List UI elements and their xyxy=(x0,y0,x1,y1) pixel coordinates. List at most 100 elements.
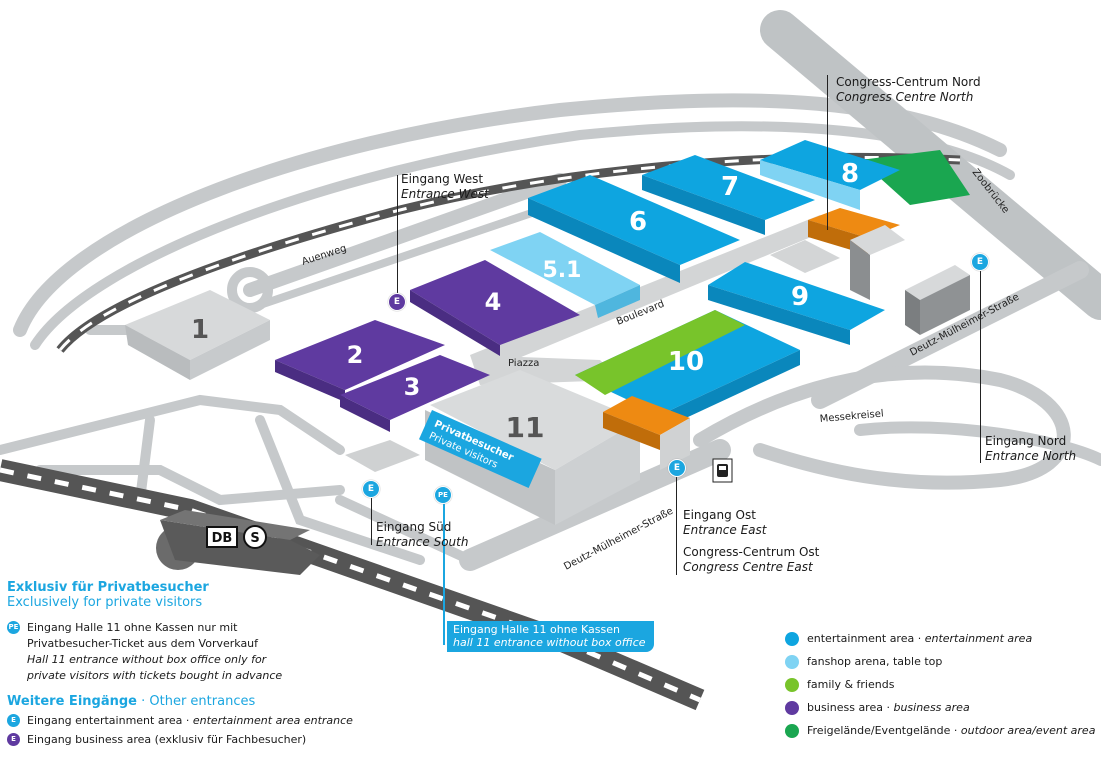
private-entrance-legend-item: PE Eingang Halle 11 ohne Kassen nur mit … xyxy=(7,620,427,684)
entertainment-entrance-badge-icon: E xyxy=(7,714,20,727)
label-en: Entrance West xyxy=(401,187,489,201)
pe-de-line2: Privatbesucher-Ticket aus dem Vorverkauf xyxy=(27,637,259,650)
legend-de: Eingang entertainment area xyxy=(27,714,183,727)
hall-1[interactable]: 1 xyxy=(125,290,270,380)
leader-line-hall11 xyxy=(443,500,445,645)
hall-label: 11 xyxy=(506,411,545,444)
pe-en-line2: private visitors with tickets bought in … xyxy=(27,669,283,682)
private-visitor-legend: Exklusiv für Privatbesucher Exclusively … xyxy=(7,580,427,748)
title-sep: · xyxy=(136,694,150,709)
label-de: Eingang Süd xyxy=(376,520,452,534)
hall-8[interactable]: 8 xyxy=(760,140,900,210)
label-en: Congress Centre North xyxy=(836,90,974,104)
legend-de: business area xyxy=(807,701,883,714)
label-en: Entrance North xyxy=(985,449,1077,463)
legend-item-entertainment: entertainment area · entertainment area xyxy=(785,632,1095,655)
pe-badge-icon: PE xyxy=(7,621,20,634)
db-logo-text: DB xyxy=(212,531,233,546)
hall-6[interactable]: 6 xyxy=(528,175,740,283)
hall-label: 10 xyxy=(668,347,704,377)
business-entrance-badge-icon: E xyxy=(7,733,20,746)
leader-line-east xyxy=(676,475,677,575)
leader-line-south xyxy=(371,495,372,545)
entertainment-entrance-pin-south[interactable]: E xyxy=(362,480,380,498)
label-entrance-west: Eingang West Entrance West xyxy=(401,172,489,202)
hall-9[interactable]: 9 xyxy=(708,262,885,345)
entertainment-entrance-pin-east[interactable]: E xyxy=(668,459,686,477)
business-color-dot-icon xyxy=(785,701,799,715)
legend-item-family: family & friends xyxy=(785,678,1095,701)
legend-de: family & friends xyxy=(807,678,895,691)
hall-label: 9 xyxy=(791,282,809,312)
hall11-entrance-callout: Eingang Halle 11 ohne Kassen hall 11 ent… xyxy=(447,621,654,652)
legend-de: Freigelände/Eventgelände xyxy=(807,724,951,737)
other-entrances-title-de: Weitere Eingänge xyxy=(7,694,137,709)
hall-10[interactable]: 10 xyxy=(575,310,800,430)
label-entrance-north: Eingang Nord Entrance North xyxy=(985,434,1076,464)
label-de: Eingang Nord xyxy=(985,434,1067,448)
label-entrance-south: Eingang Süd Entrance South xyxy=(376,520,468,550)
sbahn-logo-text: S xyxy=(250,531,259,546)
legend-sep: · xyxy=(882,701,894,714)
leader-line-congress-north xyxy=(827,75,828,230)
hall-label: 6 xyxy=(629,207,647,237)
hall-2[interactable]: 2 xyxy=(275,320,445,402)
hall-7[interactable]: 7 xyxy=(642,155,815,235)
pe-de-line1: Eingang Halle 11 ohne Kassen nur mit xyxy=(27,621,238,634)
hall-3[interactable]: 3 xyxy=(340,355,490,432)
leader-line-west xyxy=(397,175,398,295)
hall-11[interactable]: 11 Privatbesucher Private visitors xyxy=(418,370,640,525)
business-entrance-pin-west[interactable]: E xyxy=(388,293,406,311)
fanshop-color-dot-icon xyxy=(785,655,799,669)
train-station: DB S xyxy=(156,510,320,575)
service-buildings xyxy=(770,225,970,335)
private-entrance-pin-hall11[interactable]: PE xyxy=(434,486,452,504)
pe-en-line1: Hall 11 entrance without box office only… xyxy=(27,653,267,666)
label-de: Eingang West xyxy=(401,172,484,186)
legend-de: entertainment area xyxy=(807,632,915,645)
label-en: Entrance South xyxy=(376,535,469,549)
tram-stop-icon xyxy=(712,458,733,483)
legend-sep: · xyxy=(914,632,925,645)
db-logo xyxy=(206,526,238,548)
outdoor-area xyxy=(860,150,970,205)
label-de: Eingang Ost xyxy=(683,508,756,522)
hall-label: 4 xyxy=(485,288,502,316)
legend-en: outdoor area/event area xyxy=(960,724,1096,737)
street-messekreisel: Messekreisel xyxy=(819,408,884,425)
street-piazza: Piazza xyxy=(508,358,539,369)
legend-en: entertainment area xyxy=(924,632,1033,645)
legend-item-business: business area · business area xyxy=(785,701,1095,724)
callout-en: hall 11 entrance without box office xyxy=(453,636,646,649)
hall-4[interactable]: 4 xyxy=(410,260,580,356)
label-de: Congress-Centrum Ost xyxy=(683,545,820,559)
hall-label: 5.1 xyxy=(543,258,582,283)
label-congress-north: Congress-Centrum Nord Congress Centre No… xyxy=(836,75,981,105)
other-entrances-title-en: Other entrances xyxy=(149,694,256,709)
hall-label: 2 xyxy=(347,341,364,369)
legend-sep: · xyxy=(950,724,961,737)
hall-label: 8 xyxy=(841,159,859,189)
leader-line-north xyxy=(980,268,981,463)
label-en: Entrance East xyxy=(683,523,767,537)
entertainment-color-dot-icon xyxy=(785,632,799,646)
label-de: Congress-Centrum Nord xyxy=(836,75,981,89)
legend-sep: · xyxy=(182,714,193,727)
sbahn-logo xyxy=(243,525,267,549)
callout-de: Eingang Halle 11 ohne Kassen xyxy=(453,623,620,636)
legend-en: business area xyxy=(893,701,970,714)
congress-centre-east xyxy=(603,396,690,470)
hall-label: 1 xyxy=(191,315,209,345)
hall-label: 7 xyxy=(721,172,739,202)
private-legend-title-en: Exclusively for private visitors xyxy=(7,595,203,610)
hall-5-1[interactable]: 5.1 xyxy=(490,232,640,318)
label-congress-east: Congress-Centrum Ost Congress Centre Eas… xyxy=(683,545,819,575)
legend-en: entertainment area entrance xyxy=(192,714,353,727)
label-en: Congress Centre East xyxy=(683,560,813,574)
legend-de: Eingang business area (exklusiv für Fach… xyxy=(27,733,307,746)
entertainment-entrance-pin-north[interactable]: E xyxy=(971,253,989,271)
area-legend: entertainment area · entertainment area … xyxy=(785,632,1095,747)
private-legend-title-de: Exklusiv für Privatbesucher xyxy=(7,580,209,595)
outdoor-color-dot-icon xyxy=(785,724,799,738)
